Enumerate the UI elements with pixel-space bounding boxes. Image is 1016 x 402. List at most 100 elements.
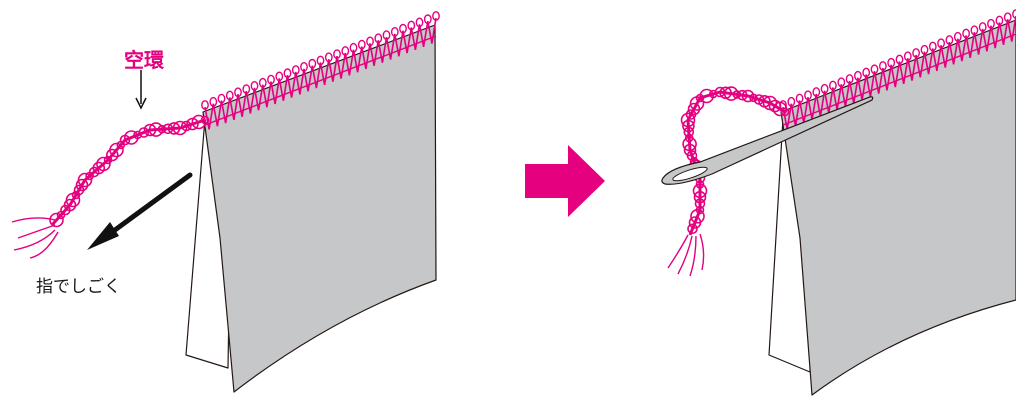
chain-loop (758, 95, 771, 108)
stitch-loop (912, 48, 920, 58)
thread-tail (667, 234, 689, 269)
stitch-line (782, 33, 1016, 126)
stitch-loop (209, 96, 218, 107)
thread-chain (49, 114, 210, 228)
stitch-loop (366, 36, 374, 47)
right-arrow-icon (525, 145, 605, 217)
stitch-loop (374, 33, 383, 44)
stitch-loop (250, 81, 259, 91)
thread-tails (11, 217, 59, 259)
step-1-illustration (11, 11, 440, 393)
stitch-loop (820, 83, 829, 94)
diagonal-arrow-icon (87, 172, 193, 250)
stitch-loop (812, 87, 821, 97)
stitch-loop (415, 17, 424, 28)
thread-tail (17, 224, 56, 239)
chain-loop (191, 114, 207, 130)
stitch-loop (804, 90, 812, 101)
stitch-loop (937, 38, 945, 49)
stitch-loop (341, 46, 350, 56)
stitch-loop (283, 68, 292, 79)
stitch-loop (217, 93, 226, 104)
stitch-loop (845, 74, 854, 84)
stitch-loop (987, 18, 995, 29)
stitch-loop (324, 52, 333, 63)
stitch-loop (928, 41, 937, 52)
chain-loop (686, 150, 698, 161)
chain-loop (688, 216, 702, 229)
chain-loop (699, 88, 715, 104)
stitch-loop (854, 70, 862, 81)
fabric-front-panel (202, 24, 437, 393)
chain-loop (186, 117, 199, 131)
stitch-loop (225, 90, 234, 101)
chain-loop (103, 155, 113, 165)
thread-chain (680, 86, 790, 236)
stitch-loop (399, 23, 407, 34)
stitch-loop (201, 100, 209, 110)
thread-tail (29, 231, 59, 259)
overlock-stitching (201, 11, 440, 130)
needle-icon (661, 96, 874, 185)
stitch-loop (895, 54, 904, 65)
stitch-loop (962, 28, 970, 39)
chain-loop (762, 95, 778, 111)
stitch-loop (275, 71, 284, 82)
stitch-loop (879, 61, 887, 71)
stitch-loop (390, 27, 399, 37)
stitch-loop (787, 96, 796, 107)
chain-loop (106, 148, 119, 162)
stitch-loop (870, 64, 879, 75)
stitch-loop (382, 30, 391, 40)
stitch-loop (242, 84, 251, 95)
stitch-loop (837, 77, 846, 88)
thread-tails (667, 233, 705, 277)
stitch-loop (970, 25, 979, 36)
chain-loop (49, 212, 64, 228)
chain-core (686, 90, 786, 236)
thread-tail (699, 233, 705, 271)
stitch-loop (316, 55, 325, 66)
stitch-loop (258, 77, 267, 88)
finger-instruction-label: 指でしごく (36, 277, 121, 297)
stitch-loop (300, 62, 308, 72)
chain-loop (768, 99, 782, 113)
stitch-loop (920, 44, 929, 55)
stitch-loop (291, 65, 300, 75)
chain-loop (687, 102, 701, 116)
chain-loop (687, 223, 698, 235)
stitch-loop (945, 35, 954, 45)
chain-loop (124, 130, 139, 145)
chain-loop (85, 171, 94, 181)
thread-tail (677, 235, 693, 275)
chain-label: 空環 (124, 48, 164, 72)
stitch-loop (349, 42, 358, 53)
chain-loop (71, 190, 81, 200)
down-pointer-icon (135, 70, 147, 110)
stitch-loop (795, 93, 804, 104)
step-2-illustration (661, 9, 1016, 396)
stitch-zigzag (204, 17, 437, 130)
chain-loop (780, 107, 790, 117)
stitch-loop (423, 14, 432, 25)
stitch-line (204, 35, 437, 126)
stitch-loop (1003, 12, 1012, 23)
chain-loop (689, 96, 705, 111)
chain-loop (56, 210, 66, 220)
fabric-front-panel (780, 19, 1016, 396)
chain-loop (685, 109, 697, 120)
chain-loop (60, 204, 71, 216)
stitch-loop (887, 57, 896, 68)
stitch-loop (829, 80, 837, 91)
stitch-loop (308, 58, 317, 69)
stitch-loop (953, 31, 962, 42)
thread-tail (13, 229, 56, 251)
stitch-loop (234, 87, 242, 98)
stitch-loop (995, 15, 1004, 26)
overlock-stitching (779, 9, 1016, 130)
stitch-loop (333, 49, 341, 59)
chain-core (50, 118, 206, 227)
stitch-loop (862, 67, 871, 78)
thread-tail (11, 217, 56, 223)
